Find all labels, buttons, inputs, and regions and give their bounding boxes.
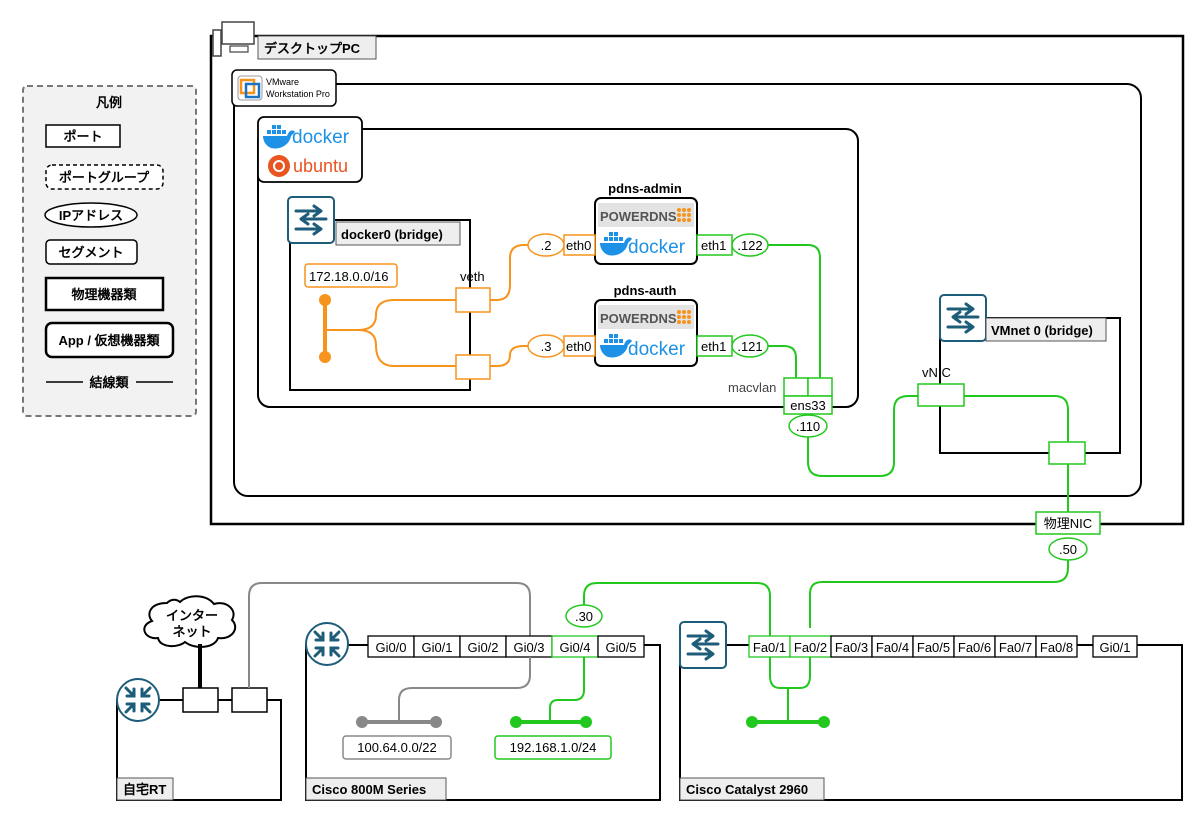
docker0-segment: 172.18.0.0/16 [309,269,389,284]
legend-title: 凡例 [96,95,122,110]
physical-nic: 物理NIC .50 [809,511,1101,628]
docker0-bridge: docker0 (bridge) 172.18.0.0/16 veth [286,195,528,391]
port-label-gi0-2: Gi0/2 [467,640,498,655]
port-box [1092,635,1138,658]
legend-wire: 結線類 [89,375,129,390]
catalyst-title: Cisco Catalyst 2960 [686,782,808,797]
powerdns-logo-icon [677,310,691,324]
docker0-title: docker0 (bridge) [341,227,443,242]
port-label-gi0-5: Gi0/5 [605,640,636,655]
home-router-title: 自宅RT [123,782,166,797]
pdns-admin-ip-eth1: .122 [737,238,762,253]
legend-physical: 物理機器類 [71,287,137,302]
home-router: インター ネット 自宅RT [115,582,531,801]
docker-logo: docker [292,127,350,148]
switch-icon [938,293,988,343]
port-label-fa0-8: Fa0/8 [1040,640,1073,655]
internet-line1: インター [166,608,218,623]
port-label-gi0-3: Gi0/3 [513,640,544,655]
pdns-admin-docker: docker [628,237,686,258]
macvlan-label: macvlan [728,380,776,395]
pdns-auth-name: pdns-auth [614,283,677,298]
switch-icon [286,195,336,245]
pdns-auth-eth0: eth0 [566,339,591,354]
port-box [597,635,645,658]
port-label-gi0-1: Gi0/1 [1099,640,1130,655]
port-label-fa0-6: Fa0/6 [958,640,991,655]
legend-port: ポート [63,129,102,144]
port-label-fa0-3: Fa0/3 [835,640,868,655]
segment-green: 192.168.1.0/24 [510,740,597,755]
ubuntu-logo-icon [268,155,290,177]
cisco-catalyst-2960: Fa0/1 Fa0/2 Fa0/3 Fa0/4 Fa0/5 Fa0/6 Fa0/7 Fa0/8… [678,620,1183,801]
pdns-admin-container: pdns-admin POWERDNS docker .2 eth0 eth1 … [527,181,769,265]
legend-ip: IPアドレス [59,208,123,223]
port-label-gi0-4: Gi0/4 [559,640,590,655]
vmnet0-bridge: VMnet 0 (bridge) vNIC [917,293,1121,512]
veth-label: veth [460,269,485,284]
pdns-admin-brand: POWERDNS [600,209,677,224]
pdns-auth-container: pdns-auth POWERDNS docker .3 eth0 eth1 .… [527,283,769,367]
pdns-admin-ip-eth0: .2 [541,238,552,253]
powerdns-logo-icon [677,208,691,222]
pdns-auth-docker: docker [628,339,686,360]
host-nic: macvlan ens33 .110 [728,244,918,477]
desktop-title: デスクトップPC [264,41,361,56]
port-box [1035,635,1078,658]
pc-icon [212,21,255,57]
router-icon [304,621,350,667]
legend-app: App / 仮想機器類 [58,333,160,348]
vmware-title-line2: Workstation Pro [266,89,330,99]
pdns-auth-eth1: eth1 [701,339,726,354]
pdns-auth-ip-eth1: .121 [737,339,762,354]
physical-nic-label: 物理NIC [1044,516,1092,531]
port-label-fa0-5: Fa0/5 [917,640,950,655]
cisco800-title: Cisco 800M Series [312,782,426,797]
port-label-fa0-2: Fa0/2 [794,640,827,655]
pdns-admin-eth0: eth0 [566,238,591,253]
cisco800-ports: Gi0/0 Gi0/1 Gi0/2 Gi0/3 Gi0/4 Gi0/5 [367,635,645,658]
legend-segment: セグメント [58,245,123,260]
physical-nic-ip: .50 [1059,542,1077,557]
router-icon [115,677,161,723]
port-label-gi0-1: Gi0/1 [421,640,452,655]
switch-icon [678,620,728,670]
ens33-label: ens33 [790,398,825,413]
cloud-icon [143,595,237,648]
port-label-fa0-7: Fa0/7 [999,640,1032,655]
legend: 凡例 ポート ポートグループ IPアドレス セグメント 物理機器類 App / … [22,85,197,417]
vmware-title-line1: VMware [266,77,299,87]
segment-gray: 100.64.0.0/22 [357,740,437,755]
port-label-fa0-4: Fa0/4 [876,640,909,655]
pdns-auth-ip-eth0: .3 [541,339,552,354]
cisco-800m: Gi0/0 Gi0/1 Gi0/2 Gi0/3 Gi0/4 Gi0/5 Cisco 800… [304,582,771,801]
catalyst-ports: Fa0/1 Fa0/2 Fa0/3 Fa0/4 Fa0/5 Fa0/6 Fa0/7 Fa0/8… [748,635,1138,658]
pdns-auth-brand: POWERDNS [600,311,677,326]
legend-port-group: ポートグループ [59,170,150,185]
vmnet0-title: VMnet 0 (bridge) [991,323,1093,338]
ens33-ip: .110 [796,419,820,434]
internet-line2: ネット [172,624,211,639]
pdns-admin-name: pdns-admin [608,181,682,196]
port-label-fa0-1: Fa0/1 [753,640,786,655]
vmware-logo-icon [237,75,263,101]
ubuntu-logo: ubuntu [293,156,348,176]
vnic-label: vNIC [922,365,951,380]
gi04-ip: .30 [575,609,593,624]
port-label-gi0-0: Gi0/0 [375,640,406,655]
pdns-admin-eth1: eth1 [701,238,726,253]
